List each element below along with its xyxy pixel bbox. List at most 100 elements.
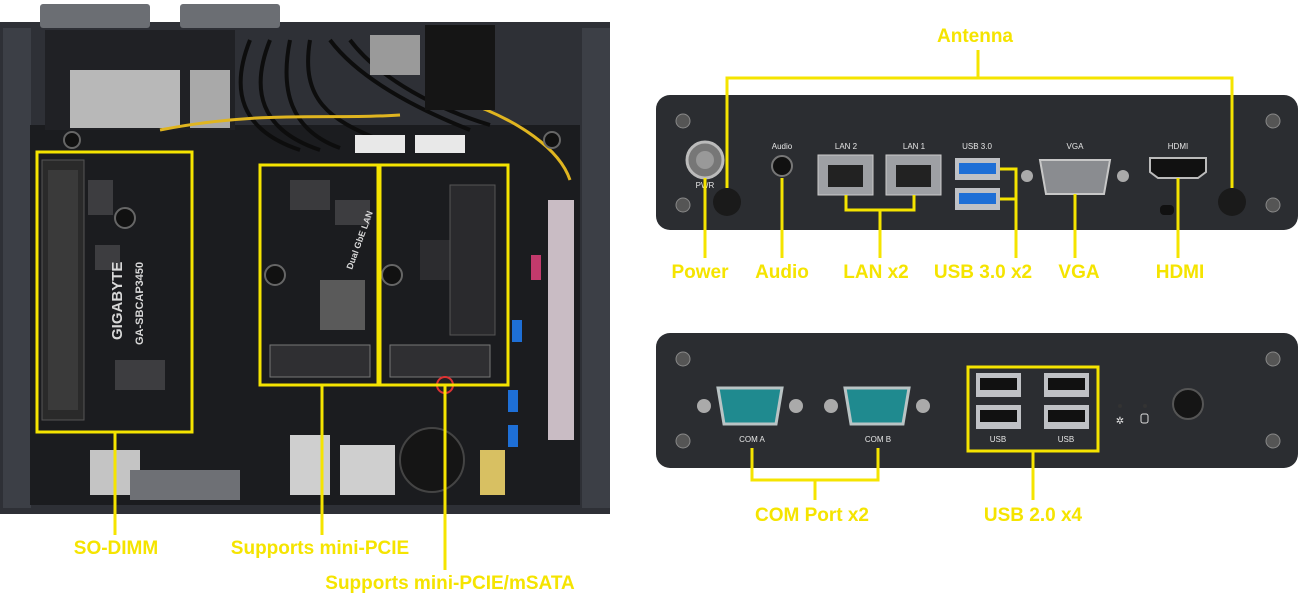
hdd-led-board [425, 25, 495, 110]
standoff [381, 264, 403, 286]
mini-pcie-slot-2 [389, 344, 491, 378]
wire-bundle [238, 38, 491, 152]
callout-vga: VGA [1058, 262, 1099, 283]
callout-sodimm: SO-DIMM [74, 538, 158, 559]
hdd-led-icon [1140, 413, 1149, 424]
usb3-port-1-tongue [959, 163, 996, 174]
com-a-label: COM A [739, 435, 765, 444]
com-b-label: COM B [865, 435, 891, 444]
serial-connector-top-left [40, 4, 150, 28]
serial-connector-top-right [180, 4, 280, 28]
panel-screw [675, 351, 691, 367]
panel-screw [1265, 351, 1281, 367]
motherboard-photo: GIGABYTE GA-SBCAP3450 Dual GbE LAN [0, 4, 610, 514]
audio-jack-front [771, 155, 793, 177]
panel-screw [1265, 197, 1281, 213]
top-usb-connector [370, 35, 420, 75]
callout-lan: LAN x2 [843, 262, 908, 283]
jumper-pink [531, 255, 541, 280]
chip [290, 180, 330, 210]
antenna-cap-left [713, 188, 741, 216]
ribbon-cable-1 [70, 70, 180, 128]
vga-label: VGA [1067, 142, 1085, 151]
msata-socket [449, 184, 496, 336]
jumper [508, 425, 518, 447]
rear-usb3-port [290, 435, 330, 495]
panel-screw [1265, 113, 1281, 129]
chassis-right-rail [582, 28, 610, 508]
lan1-label: LAN 1 [903, 142, 926, 151]
sata-connector [415, 135, 465, 153]
usb2-port-2-tongue [980, 410, 1017, 422]
callout-antenna: Antenna [937, 26, 1013, 47]
lan2-label: LAN 2 [835, 142, 858, 151]
hdmi-label: HDMI [1168, 142, 1188, 151]
com-b-screw [916, 399, 930, 413]
com-a-screw [697, 399, 711, 413]
chip [95, 245, 120, 270]
callout-power: Power [671, 262, 729, 283]
com-a-screw [789, 399, 803, 413]
rear-lan-port [340, 445, 395, 495]
callout-minipcie-msata: Supports mini-PCIE/mSATA [325, 573, 575, 594]
usb2-port-1-tongue [980, 378, 1017, 390]
panel-screw [675, 197, 691, 213]
callout-usb3: USB 3.0 x2 [934, 262, 1032, 283]
callout-hdmi: HDMI [1156, 262, 1205, 283]
chip [335, 200, 370, 225]
cmos-battery [399, 427, 465, 493]
callout-com: COM Port x2 [755, 505, 869, 526]
mini-pcie-slot-1 [269, 344, 371, 378]
audio-port-label: Audio [772, 142, 793, 151]
usb2-port-4-tongue [1048, 410, 1085, 422]
jumper [508, 390, 518, 412]
callout-minipcie: Supports mini-PCIE [231, 538, 409, 559]
rear-panel: COM A COM B USB USB ✲ [656, 333, 1298, 468]
lan2-socket [828, 165, 863, 187]
usb3-label: USB 3.0 [962, 142, 992, 151]
board-model-label: GA-SBCAP3450 [134, 262, 146, 345]
standoff [264, 264, 286, 286]
audio-jack [480, 450, 505, 495]
sata-connector [355, 135, 405, 153]
kensington-lock [1160, 205, 1174, 215]
callout-usb2: USB 2.0 x4 [984, 505, 1083, 526]
minipcie-frame [258, 163, 382, 387]
rear-vga [130, 470, 240, 500]
msata-frame [376, 163, 510, 387]
ribbon-cable-right [548, 200, 574, 440]
sim-slot [320, 280, 365, 330]
panel-screw [675, 433, 691, 449]
usb-right-label: USB [1058, 435, 1074, 444]
vga-screw [1117, 170, 1129, 182]
sodimm-socket [48, 170, 78, 410]
rear-power-button [1172, 388, 1204, 420]
com-b-screw [824, 399, 838, 413]
power-button-cap [696, 151, 714, 169]
usb-left-label: USB [990, 435, 1006, 444]
com-a-port [716, 386, 784, 426]
panel-screw [675, 113, 691, 129]
power-led-icon: ✲ [1116, 416, 1124, 427]
usb3-port-2-tongue [959, 193, 996, 204]
standoff [114, 207, 136, 229]
standoff [543, 131, 561, 149]
antenna-cap-right [1218, 188, 1246, 216]
panel-screw [1265, 433, 1281, 449]
board-brand-label: GIGABYTE [109, 262, 126, 340]
hdmi-port [1149, 157, 1207, 179]
ribbon-cable-2 [190, 70, 230, 128]
hdd-led [1143, 404, 1147, 408]
rear-panel-body [656, 333, 1298, 468]
vga-port [1038, 159, 1112, 195]
front-panel: PWR Audio LAN 2 LAN 1 USB 3.0 VGA HDMI [656, 95, 1298, 230]
chassis-left-rail [3, 28, 31, 508]
callout-audio: Audio [755, 262, 809, 283]
usb3-bracket [1000, 167, 1018, 201]
chip [88, 180, 113, 215]
vga-screw [1021, 170, 1033, 182]
com-b-port [843, 386, 911, 426]
power-led [1118, 404, 1122, 408]
chip [115, 360, 165, 390]
